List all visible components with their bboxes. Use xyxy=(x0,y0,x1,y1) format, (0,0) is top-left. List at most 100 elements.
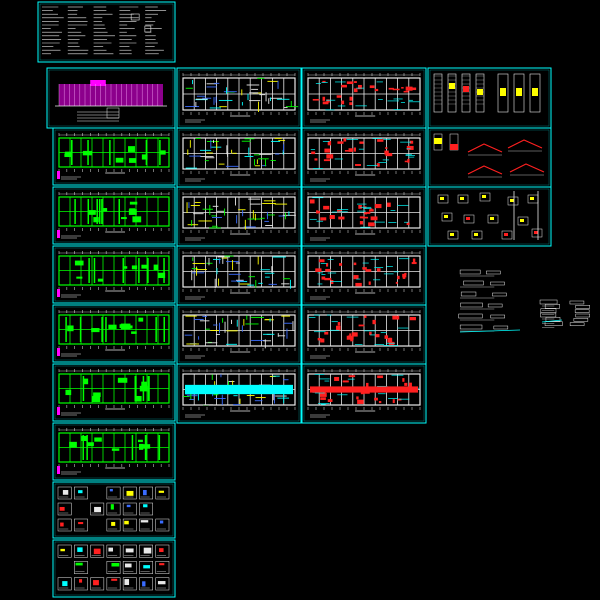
sheet-plan-b4 xyxy=(176,245,302,306)
drawing-rect xyxy=(125,548,134,553)
drawing-rect xyxy=(57,577,72,591)
drawing-rect xyxy=(79,579,83,583)
sheet-inner-frame xyxy=(429,188,550,245)
drawing-rect xyxy=(310,386,418,393)
drawing-rect xyxy=(375,334,380,338)
drawing-rect xyxy=(74,577,88,591)
drawing-rect xyxy=(139,502,153,516)
drawing-rect xyxy=(147,258,149,283)
drawing-rect xyxy=(106,486,121,500)
drawing-rect xyxy=(131,331,137,334)
drawing-rect xyxy=(409,316,416,321)
drawing-rect xyxy=(327,399,333,402)
drawing-rect xyxy=(353,262,357,266)
drawing-rect xyxy=(374,88,379,92)
sheet-inner-frame xyxy=(54,424,174,479)
sheet-inner-frame xyxy=(54,306,174,361)
drawing-rect xyxy=(153,264,159,271)
drawing-rect xyxy=(86,435,88,460)
drawing-rect xyxy=(507,196,519,206)
drawing-rect xyxy=(534,231,538,234)
drawing-rect xyxy=(376,268,381,272)
drawing-rect xyxy=(138,317,144,322)
sheet-stair-sections xyxy=(427,67,552,129)
drawing-rect xyxy=(368,281,371,285)
drawing-rect xyxy=(74,518,88,532)
drawing-rect xyxy=(158,435,161,460)
drawing-rect xyxy=(388,87,394,90)
drawing-rect xyxy=(143,504,148,508)
drawing-rect xyxy=(569,300,585,305)
drawing-rect xyxy=(366,382,369,388)
sheet-plan-c6 xyxy=(301,363,427,424)
drawing-rect xyxy=(545,317,561,322)
drawing-rect xyxy=(408,382,412,388)
drawing-rect xyxy=(532,88,538,96)
drawing-rect xyxy=(87,140,89,165)
drawing-rect xyxy=(501,230,513,240)
sheet-inner-frame xyxy=(54,188,174,243)
drawing-rect xyxy=(497,73,509,113)
drawing-rect xyxy=(369,85,375,89)
sheet-inner-frame xyxy=(39,3,174,61)
drawing-rect xyxy=(57,171,60,179)
drawing-rect xyxy=(163,317,165,342)
drawing-rect xyxy=(108,547,114,552)
drawing-rect xyxy=(516,88,522,96)
drawing-rect xyxy=(159,563,165,566)
drawing-rect xyxy=(124,563,132,568)
drawing-rect xyxy=(78,490,83,494)
sheet-inner-frame xyxy=(178,306,300,363)
sheet-inner-frame xyxy=(178,365,300,422)
drawing-rect xyxy=(374,204,382,209)
drawing-rect xyxy=(403,90,409,93)
drawing-rect xyxy=(513,73,525,113)
drawing-rect xyxy=(98,199,101,224)
drawing-rect xyxy=(93,217,99,223)
drawing-rect xyxy=(122,266,128,269)
drawing-line xyxy=(459,329,521,333)
drawing-rect xyxy=(74,544,88,558)
drawing-rect xyxy=(384,147,388,149)
drawing-rect xyxy=(318,259,325,263)
sheet-inner-frame xyxy=(303,306,425,363)
drawing-rect xyxy=(97,278,104,282)
drawing-rect xyxy=(74,260,84,266)
drawing-rect xyxy=(348,375,356,378)
drawing-rect xyxy=(115,157,124,163)
drawing-rect xyxy=(87,199,90,224)
drawing-rect xyxy=(88,258,90,283)
drawing-rect xyxy=(321,276,326,280)
drawing-rect xyxy=(323,159,331,162)
drawing-rect xyxy=(90,577,105,591)
drawing-rect xyxy=(479,192,491,202)
drawing-rect xyxy=(126,490,134,496)
drawing-rect xyxy=(319,392,327,397)
drawing-rect xyxy=(540,308,557,313)
drawing-rect xyxy=(82,378,89,385)
drawing-rect xyxy=(91,328,100,333)
drawing-rect xyxy=(406,222,410,225)
drawing-rect xyxy=(365,269,372,272)
drawing-rect xyxy=(350,338,354,342)
drawing-rect xyxy=(324,148,331,153)
sheet-cover-notes xyxy=(37,1,176,63)
drawing-rect xyxy=(93,258,96,283)
drawing-rect xyxy=(132,216,142,223)
drawing-rect xyxy=(137,439,143,443)
drawing-rect xyxy=(343,138,347,142)
drawing-rect xyxy=(93,548,101,555)
drawing-rect xyxy=(358,84,362,90)
drawing-rect xyxy=(337,209,342,213)
drawing-rect xyxy=(342,380,349,383)
sheet-inner-frame xyxy=(429,69,550,127)
drawing-rect xyxy=(341,100,345,105)
drawing-rect xyxy=(357,399,364,404)
drawing-rect xyxy=(460,291,477,297)
drawing-rect xyxy=(314,158,318,161)
drawing-rect xyxy=(106,544,121,558)
drawing-rect xyxy=(395,281,398,284)
sheet-inner-frame xyxy=(303,247,425,304)
drawing-rect xyxy=(372,319,376,325)
drawing-rect xyxy=(459,324,483,330)
